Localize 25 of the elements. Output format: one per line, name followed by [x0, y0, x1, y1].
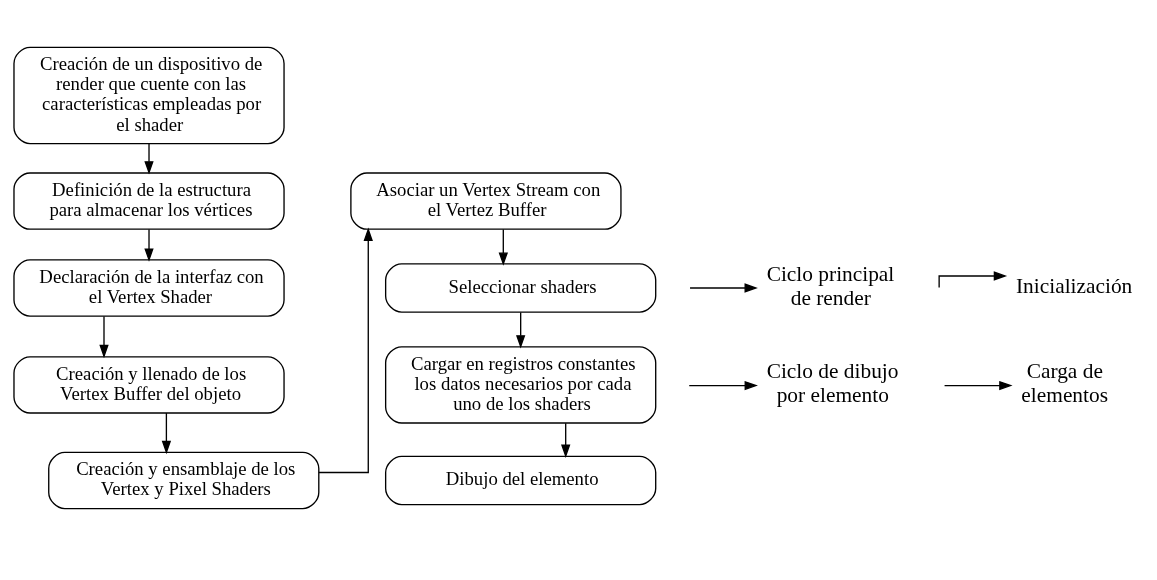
node-text: Ciclo de dibujo por elemento	[766, 358, 899, 408]
arrow	[161, 412, 172, 455]
node-box: Dibujo del elemento	[384, 455, 657, 506]
node-box: Declaración de la interfaz con el Vertex Shader	[13, 259, 285, 317]
arrow	[498, 228, 508, 266]
arrow	[144, 228, 154, 262]
node-text: Carga de elementos	[1021, 358, 1109, 408]
arrow	[318, 227, 373, 474]
arrow	[144, 143, 154, 175]
node-box: Creación y llenado de los Vertex Buffer del objeto	[13, 356, 285, 414]
node-box: Creación de un dispositivo de render que cuente con las características empleadas por el shader	[13, 46, 285, 145]
node-text: Inicialización	[1016, 274, 1133, 299]
node-box: Cargar en registros constantes los datos necesarios por cada uno de los shaders	[384, 346, 657, 424]
arrow	[561, 422, 571, 458]
arrow	[943, 380, 1013, 391]
node-box: Creación y ensamblaje de los Vertex y Pixel Shaders	[48, 451, 320, 510]
node-text: Ciclo principal de render	[766, 262, 895, 311]
node-box: Definición de la estructura para almacenar los vértices	[13, 172, 285, 230]
arrow	[99, 315, 109, 359]
arrow	[689, 283, 758, 293]
arrow	[938, 271, 1008, 289]
node-box: Seleccionar shaders	[384, 263, 657, 313]
arrow	[516, 311, 526, 349]
node-box: Asociar un Vertex Stream con el Vertez Buffer	[350, 172, 622, 230]
arrow	[688, 380, 758, 391]
